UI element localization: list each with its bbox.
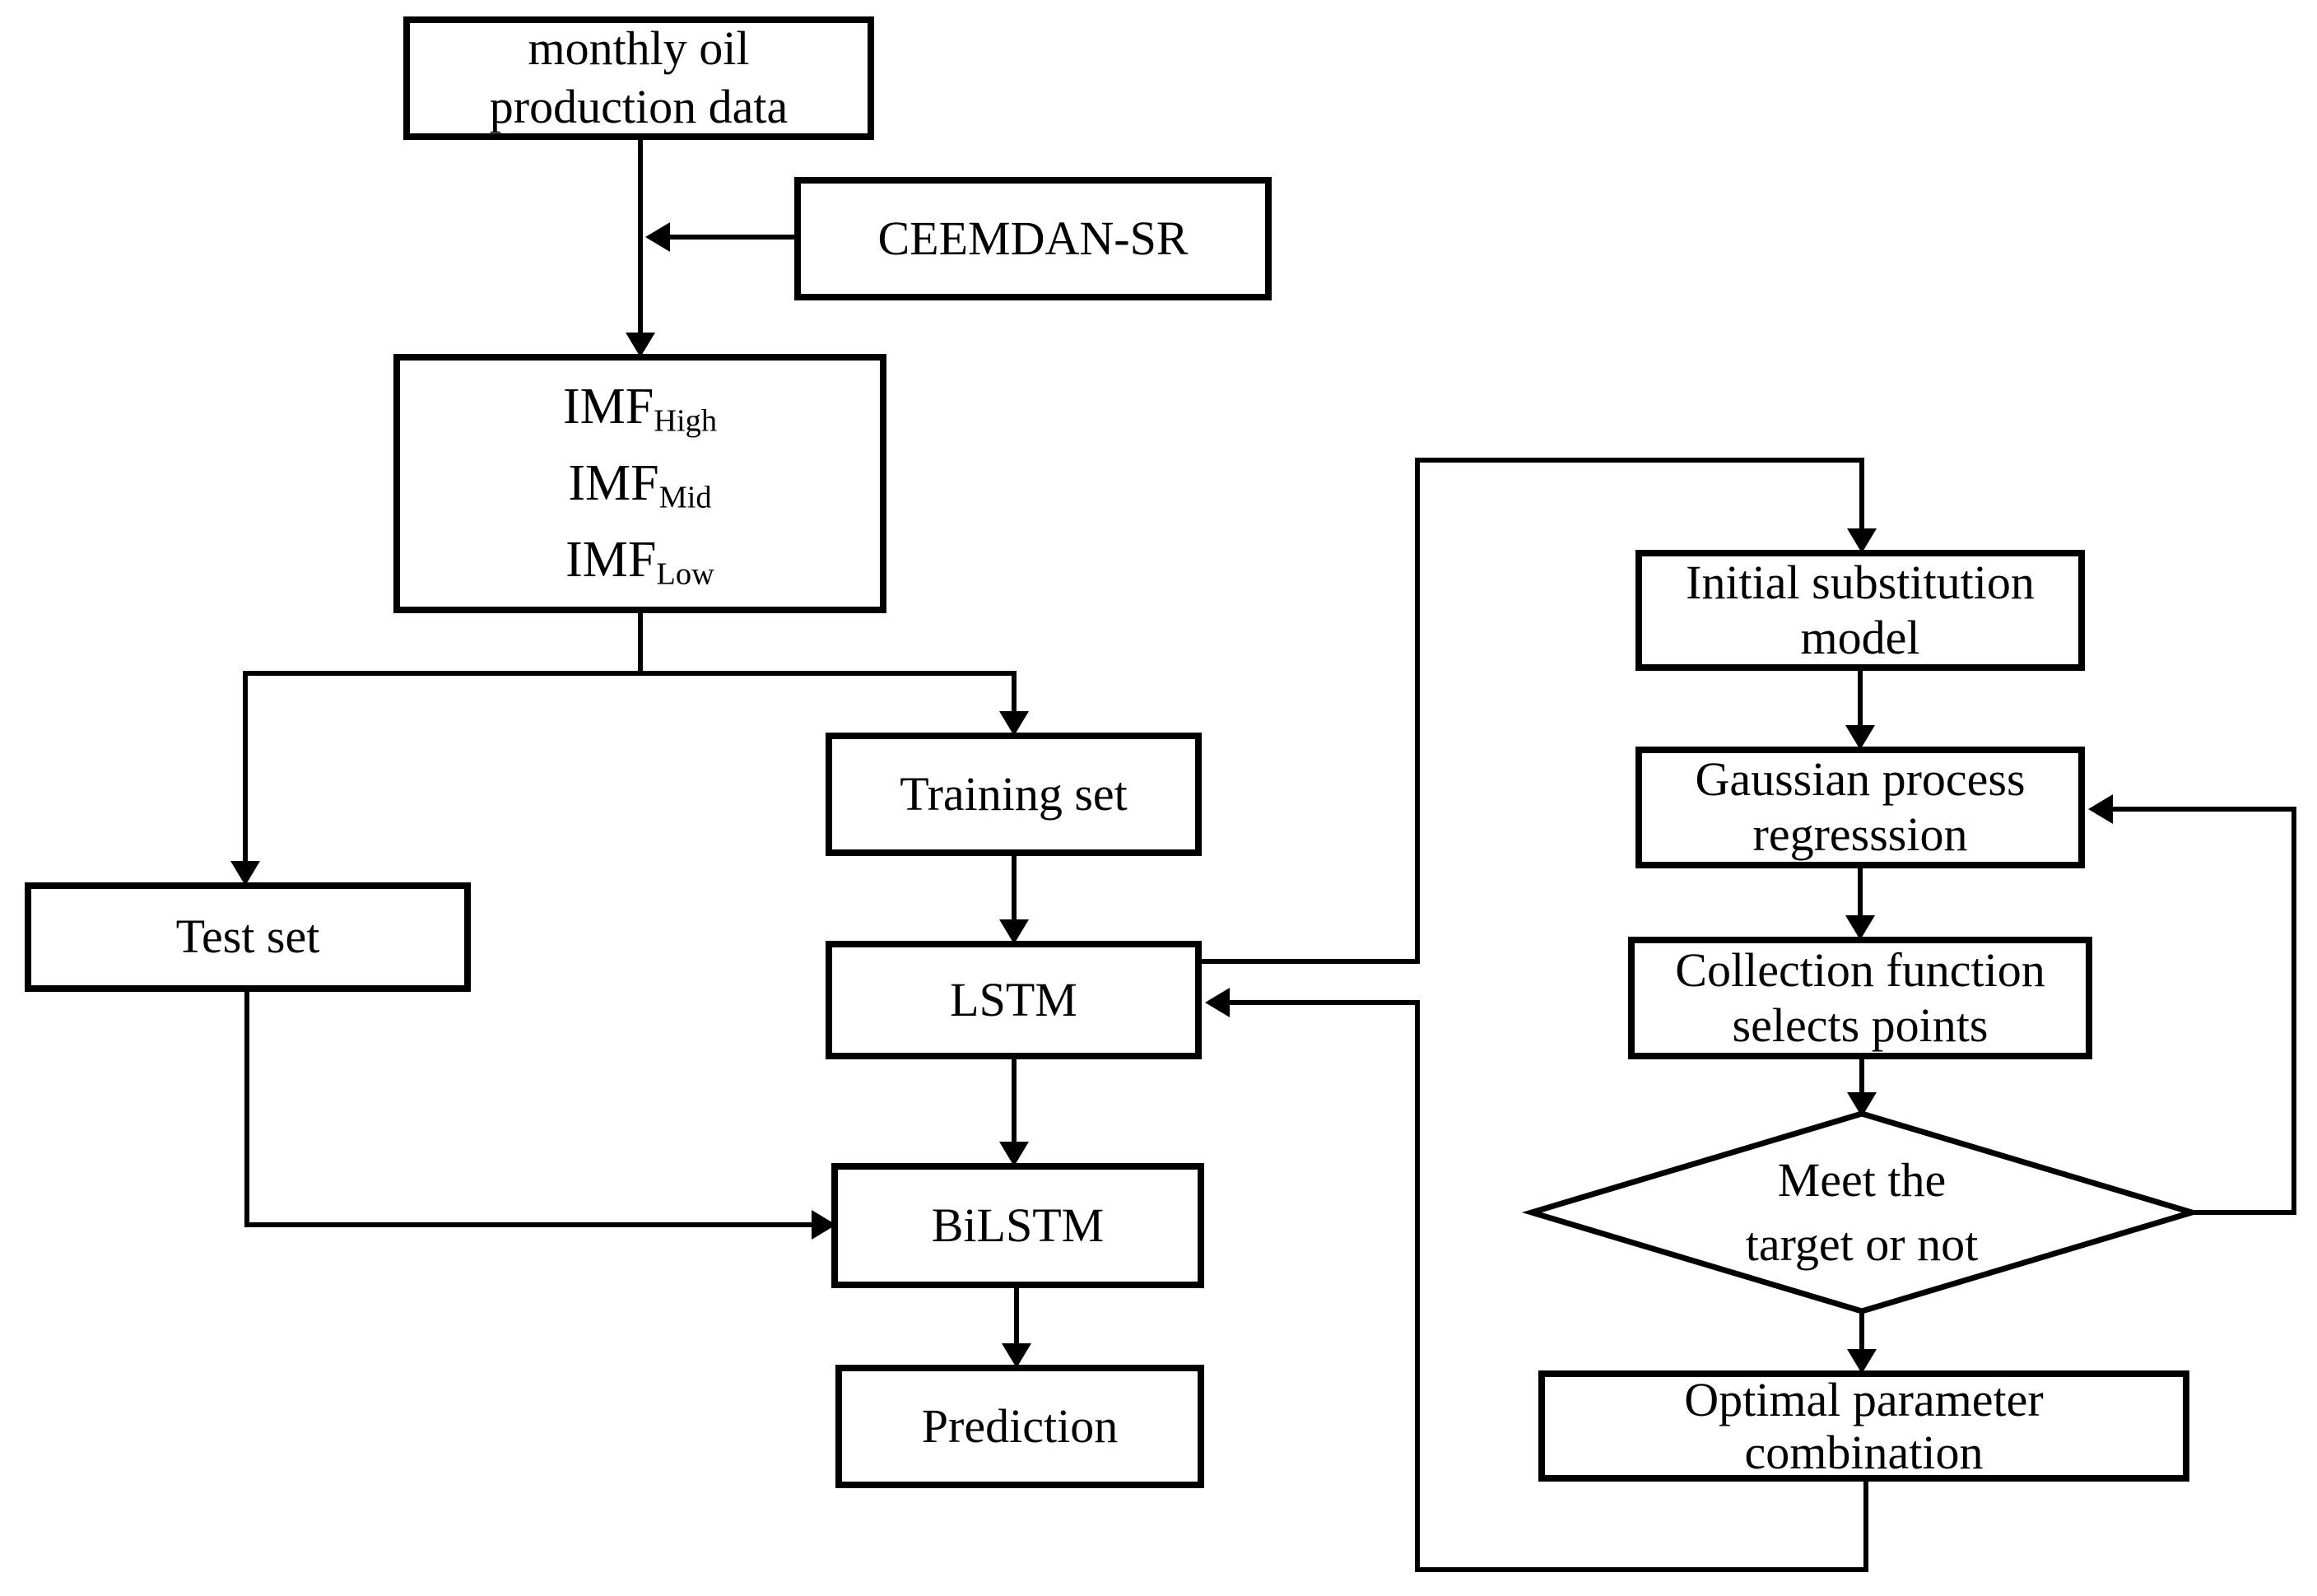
arrow-gaussian-to-collection <box>1845 868 1875 940</box>
node-label: model <box>1800 610 1920 664</box>
arrowhead-down-icon <box>999 1142 1029 1166</box>
arrow-training-set-to-lstm <box>999 856 1029 944</box>
arrowhead-down-icon <box>230 861 260 886</box>
node-label: target or not <box>1745 1217 1979 1271</box>
node-label: Initial substitution <box>1686 555 2035 609</box>
node-label: Collection function <box>1675 942 2045 997</box>
arrow-decision-to-optimal <box>1847 1311 1877 1374</box>
arrow-monthly-data-to-imf <box>626 140 655 357</box>
arrowhead-right-icon <box>812 1210 836 1240</box>
arrowhead-down-icon <box>999 919 1029 944</box>
arrowhead-down-icon <box>1845 725 1875 750</box>
arrowhead-down-icon <box>1847 528 1877 553</box>
arrowhead-left-icon <box>1205 988 1230 1017</box>
arrowhead-down-icon <box>1002 1343 1031 1368</box>
arrow-initial-model-to-gaussian <box>1845 671 1875 750</box>
arrowhead-down-icon <box>626 333 655 357</box>
arrow-test-set-to-bilstm <box>244 992 836 1240</box>
arrow-lstm-to-bilstm <box>999 1059 1029 1166</box>
node-label: LSTM <box>950 972 1077 1026</box>
node-label: monthly oil <box>528 21 750 76</box>
arrow-decision-to-gaussian-loop <box>2088 794 2296 1215</box>
arrow-split-to-training-set <box>999 671 1029 736</box>
arrow-split-to-test-set <box>230 671 260 886</box>
node-prediction: Prediction <box>835 1365 1204 1488</box>
node-label: Training set <box>900 766 1128 821</box>
arrow-lstm-to-initial-model <box>1202 458 1877 964</box>
node-meet-target-decision: Meet the target or not <box>1681 1147 2043 1278</box>
arrowhead-down-icon <box>1845 915 1875 940</box>
arrowhead-left-icon <box>2088 794 2113 824</box>
node-imf-components: IMFHigh IMFMid IMFLow <box>393 354 886 613</box>
node-training-set: Training set <box>826 733 1202 856</box>
connector-imf-split <box>243 613 1017 676</box>
node-optimal-parameter-combination: Optimal parameter combination <box>1538 1370 2189 1482</box>
arrowhead-left-icon <box>645 222 670 252</box>
arrow-optimal-to-lstm-loop <box>1205 988 1868 1572</box>
node-gaussian-process-regression: Gaussian process regresssion <box>1635 747 2085 868</box>
node-label: production data <box>489 80 789 133</box>
arrow-collection-to-decision <box>1847 1059 1877 1117</box>
node-label: combination <box>1744 1425 1984 1479</box>
arrow-ceemdan-to-dataline <box>645 222 794 252</box>
node-bilstm: BiLSTM <box>831 1163 1204 1288</box>
node-label: Test set <box>175 910 320 964</box>
node-label: Gaussian process <box>1695 752 2026 807</box>
node-collection-function-selects-points: Collection function selects points <box>1628 937 2092 1059</box>
decision-diamond <box>1521 1110 2203 1314</box>
arrowhead-down-icon <box>999 711 1029 736</box>
imf-high-label: IMFHigh <box>562 379 718 439</box>
node-label: Prediction <box>921 1398 1119 1453</box>
arrowhead-down-icon <box>1847 1092 1877 1117</box>
node-label: regresssion <box>1752 807 1968 861</box>
node-lstm: LSTM <box>826 941 1202 1059</box>
node-test-set: Test set <box>25 882 471 992</box>
arrow-bilstm-to-prediction <box>1002 1288 1031 1368</box>
node-label: Optimal parameter <box>1684 1372 2044 1426</box>
node-label: BiLSTM <box>931 1198 1105 1252</box>
imf-low-label: IMFLow <box>565 532 714 592</box>
node-label: selects points <box>1732 998 1989 1052</box>
arrowhead-down-icon <box>1847 1349 1877 1374</box>
imf-mid-label: IMFMid <box>568 455 712 515</box>
node-label: Meet the <box>1777 1152 1947 1207</box>
node-label: CEEMDAN-SR <box>877 211 1189 265</box>
node-initial-substitution-model: Initial substitution model <box>1635 550 2085 671</box>
node-ceemdan-sr: CEEMDAN-SR <box>794 177 1272 300</box>
node-monthly-oil-production-data: monthly oil production data <box>403 16 874 140</box>
